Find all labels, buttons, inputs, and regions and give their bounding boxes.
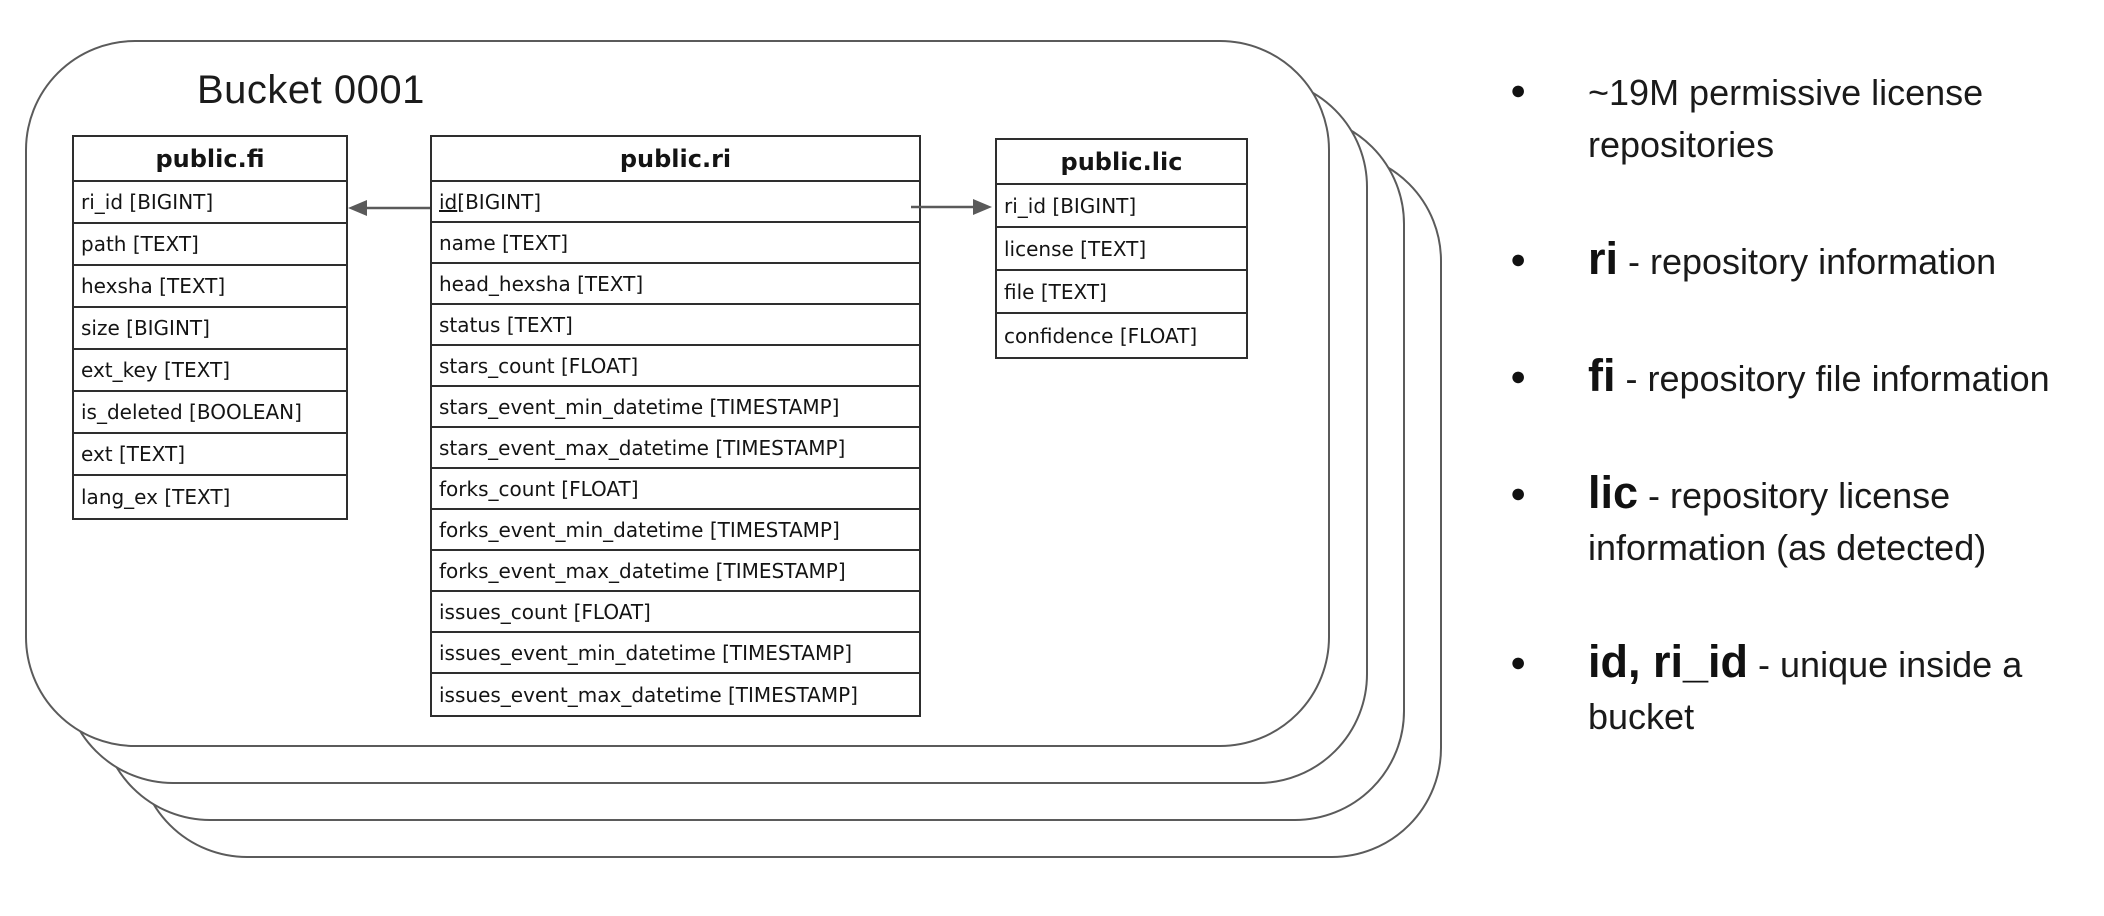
note-text: fi - repository file information <box>1588 350 2050 401</box>
note-text: id, ri_id - unique inside a bucket <box>1588 636 2023 737</box>
table-row: is_deleted [BOOLEAN] <box>74 392 346 434</box>
table-row: status [TEXT] <box>432 305 919 346</box>
note-text: lic - repository license information (as… <box>1588 467 1987 568</box>
bucket-title: Bucket 0001 <box>197 68 425 112</box>
primary-key-field: id <box>439 189 458 214</box>
bullet-icon: ● <box>1510 647 1527 677</box>
note-text: ~19M permissive license repositories <box>1588 72 1984 165</box>
table-row: head_hexsha [TEXT] <box>432 264 919 305</box>
table-row: size [BIGINT] <box>74 308 346 350</box>
table-public-ri: public.ri id [BIGINT] name [TEXT] head_h… <box>430 135 921 717</box>
list-item: ● ri - repository information <box>1500 233 2090 288</box>
table-row: ext [TEXT] <box>74 434 346 476</box>
table-row: license [TEXT] <box>997 228 1246 271</box>
table-row: issues_event_max_datetime [TIMESTAMP] <box>439 682 858 707</box>
list-item: ● lic - repository license information (… <box>1500 467 2090 574</box>
table-public-lic: public.lic ri_id [BIGINT] license [TEXT]… <box>995 138 1248 359</box>
bullet-icon: ● <box>1510 75 1527 105</box>
notes-list: ● ~19M permissive license repositories ●… <box>1500 64 2090 805</box>
table-row: forks_event_max_datetime [TIMESTAMP] <box>432 551 919 592</box>
table-row: ri_id [BIGINT] <box>74 182 346 224</box>
table-row: stars_count [FLOAT] <box>432 346 919 387</box>
table-row: forks_count [FLOAT] <box>432 469 919 510</box>
table-row: hexsha [TEXT] <box>74 266 346 308</box>
table-row: forks_event_min_datetime [TIMESTAMP] <box>432 510 919 551</box>
bullet-icon: ● <box>1510 244 1527 274</box>
list-item: ● fi - repository file information <box>1500 350 2090 405</box>
table-row: ext_key [TEXT] <box>74 350 346 392</box>
table-header: public.fi <box>74 137 346 182</box>
table-row: stars_event_min_datetime [TIMESTAMP] <box>432 387 919 428</box>
table-row: issues_count [FLOAT] <box>432 592 919 633</box>
table-row: stars_event_max_datetime [TIMESTAMP] <box>432 428 919 469</box>
table-row: name [TEXT] <box>432 223 919 264</box>
table-row: file [TEXT] <box>997 271 1246 314</box>
list-item: ● ~19M permissive license repositories <box>1500 64 2090 171</box>
table-row: confidence [FLOAT] <box>1004 323 1198 348</box>
table-row: lang_ex [TEXT] <box>81 485 231 509</box>
table-header: public.ri <box>432 137 919 182</box>
bullet-icon: ● <box>1510 361 1527 391</box>
table-header: public.lic <box>997 140 1246 185</box>
table-public-fi: public.fi ri_id [BIGINT] path [TEXT] hex… <box>72 135 348 520</box>
list-item: ● id, ri_id - unique inside a bucket <box>1500 636 2090 743</box>
table-row: ri_id [BIGINT] <box>997 185 1246 228</box>
note-text: ri - repository information <box>1588 233 1997 284</box>
table-row-pk: id [BIGINT] <box>432 182 919 223</box>
bullet-icon: ● <box>1510 478 1527 508</box>
table-row: issues_event_min_datetime [TIMESTAMP] <box>432 633 919 674</box>
table-row: path [TEXT] <box>74 224 346 266</box>
